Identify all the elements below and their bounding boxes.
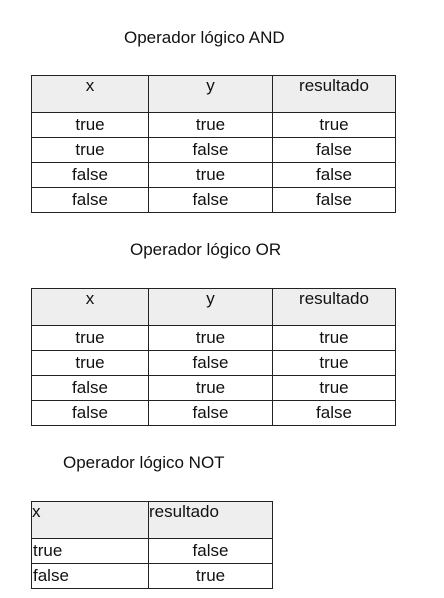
- cell-resultado: true: [272, 112, 396, 138]
- table-row: false true: [31, 563, 273, 589]
- header-x: x: [31, 288, 149, 326]
- table-row: true true true: [31, 325, 396, 351]
- or-truth-table: x y resultado true true true true false …: [31, 288, 396, 426]
- cell-y: false: [148, 187, 273, 213]
- table-header-row: x resultado: [31, 501, 273, 539]
- cell-x: false: [31, 400, 149, 426]
- cell-resultado: true: [148, 563, 273, 589]
- table-row: true true true: [31, 112, 396, 138]
- cell-y: true: [148, 162, 273, 188]
- cell-resultado: false: [272, 187, 396, 213]
- cell-x: false: [31, 162, 149, 188]
- cell-resultado: false: [272, 400, 396, 426]
- table-row: false true true: [31, 375, 396, 401]
- cell-x: true: [31, 137, 149, 163]
- table-row: false false false: [31, 187, 396, 213]
- header-resultado: resultado: [148, 501, 273, 539]
- header-resultado: resultado: [272, 288, 396, 326]
- cell-x: false: [31, 187, 149, 213]
- table-row: true false false: [31, 137, 396, 163]
- and-title: Operador lógico AND: [124, 28, 285, 47]
- header-x: x: [31, 501, 149, 539]
- cell-x: false: [31, 563, 149, 589]
- cell-resultado: true: [272, 375, 396, 401]
- table-row: true false: [31, 538, 273, 564]
- cell-y: false: [148, 400, 273, 426]
- cell-x: true: [31, 112, 149, 138]
- cell-resultado: false: [148, 538, 273, 564]
- or-title: Operador lógico OR: [130, 240, 282, 259]
- cell-y: false: [148, 350, 273, 376]
- cell-y: true: [148, 325, 273, 351]
- header-resultado: resultado: [272, 75, 396, 113]
- cell-x: false: [31, 375, 149, 401]
- table-header-row: x y resultado: [31, 75, 396, 113]
- header-y: y: [148, 75, 273, 113]
- and-truth-table: x y resultado true true true true false …: [31, 75, 396, 213]
- cell-resultado: true: [272, 350, 396, 376]
- table-row: true false true: [31, 350, 396, 376]
- cell-y: false: [148, 137, 273, 163]
- table-row: false true false: [31, 162, 396, 188]
- cell-resultado: true: [272, 325, 396, 351]
- not-title: Operador lógico NOT: [63, 453, 225, 472]
- cell-x: true: [31, 325, 149, 351]
- table-header-row: x y resultado: [31, 288, 396, 326]
- header-y: y: [148, 288, 273, 326]
- cell-y: true: [148, 375, 273, 401]
- cell-x: true: [31, 350, 149, 376]
- table-row: false false false: [31, 400, 396, 426]
- header-x: x: [31, 75, 149, 113]
- cell-y: true: [148, 112, 273, 138]
- cell-x: true: [31, 538, 149, 564]
- not-truth-table: x resultado true false false true: [31, 501, 273, 589]
- cell-resultado: false: [272, 162, 396, 188]
- cell-resultado: false: [272, 137, 396, 163]
